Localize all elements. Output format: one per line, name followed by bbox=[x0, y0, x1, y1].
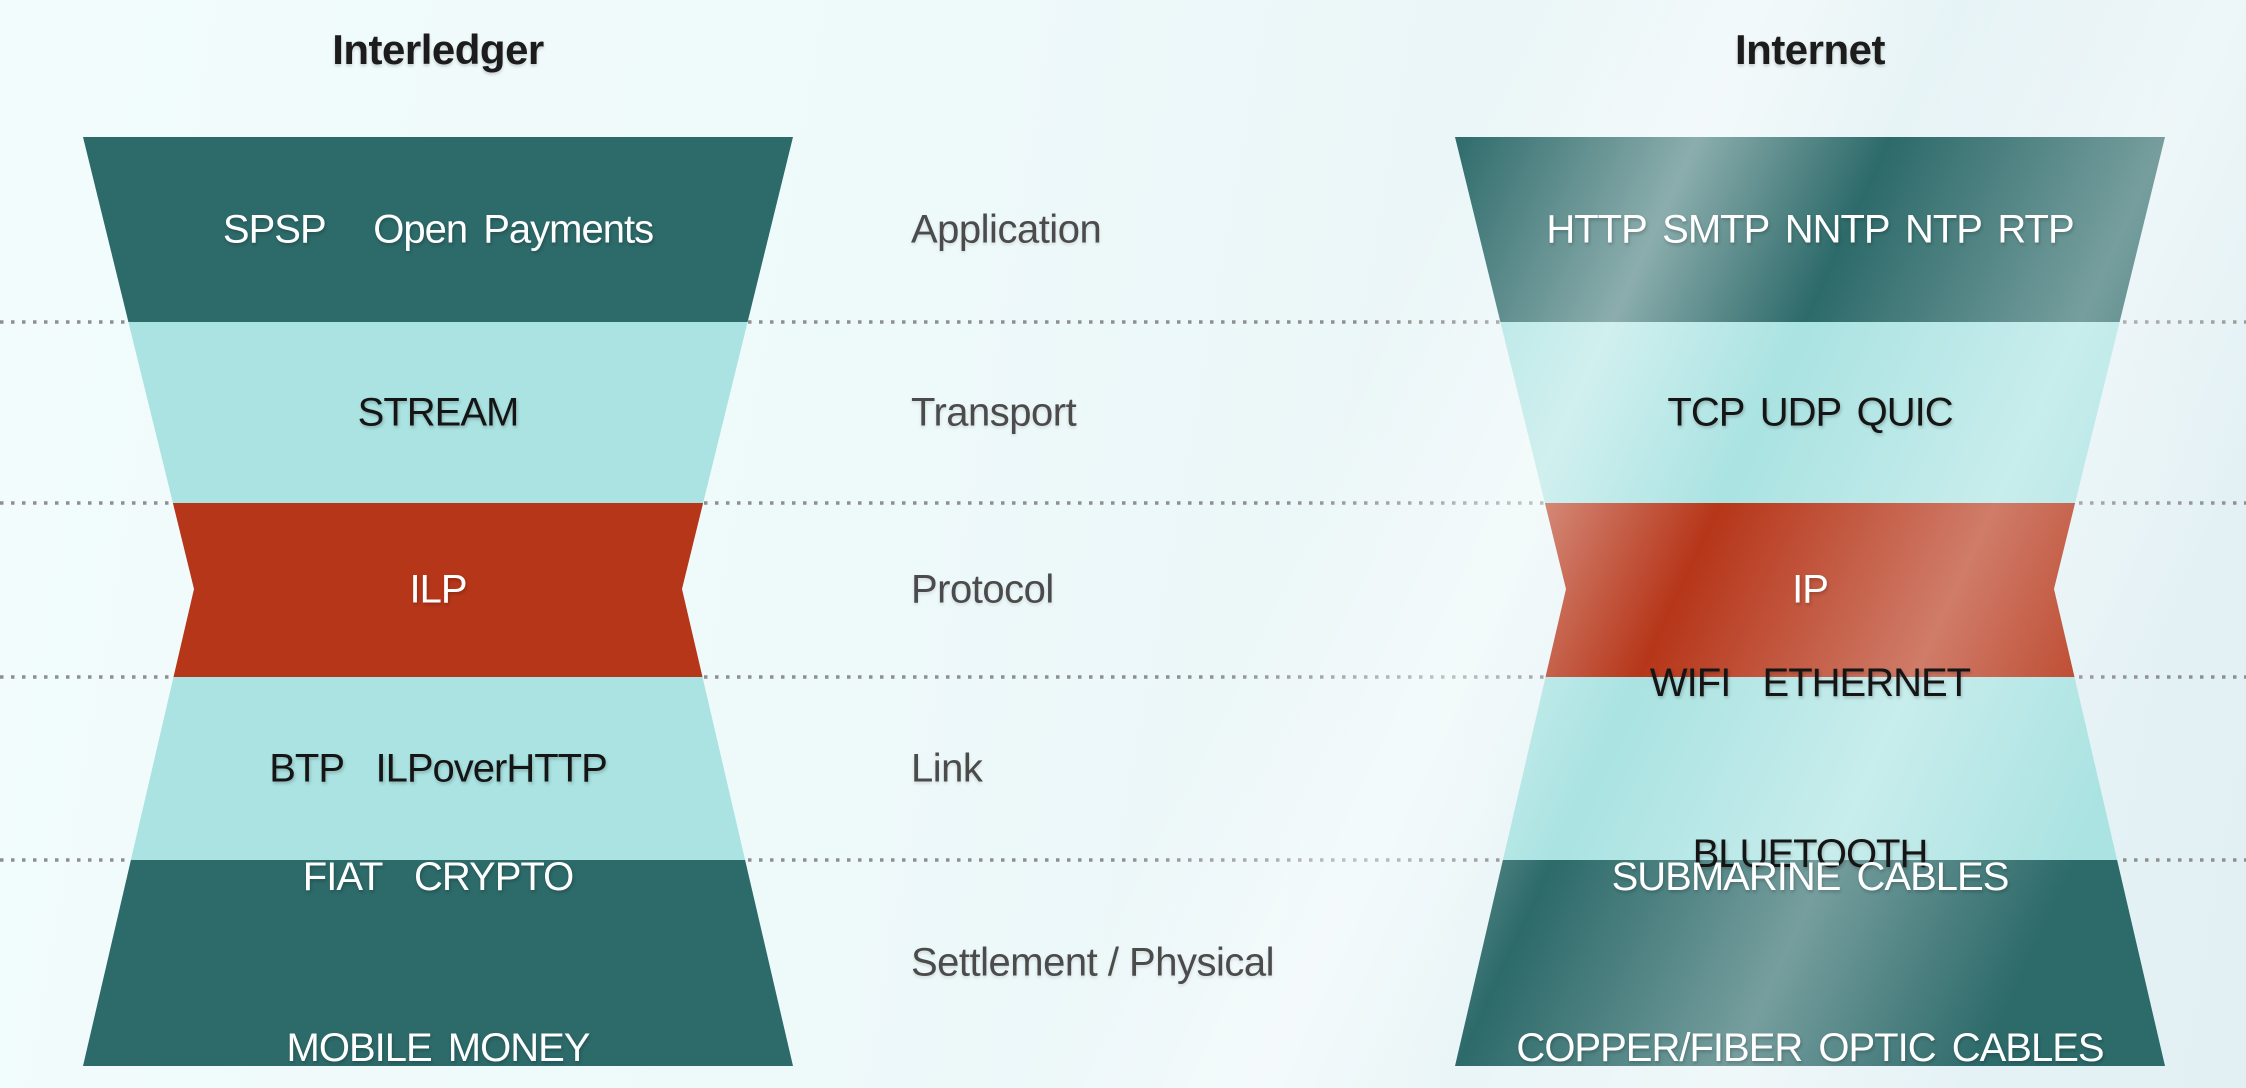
interledger-protocol-shape bbox=[172, 503, 704, 677]
internet-link-shape bbox=[1502, 677, 2118, 860]
interledger-settlement-shape bbox=[83, 860, 793, 1066]
internet-transport-protocols: TCP UDP QUIC bbox=[1667, 270, 1953, 555]
interledger-settlement-protocols: FIAT CRYPTO MOBILE MONEY bbox=[286, 735, 591, 1088]
layer-text-line: SUBMARINE CABLES bbox=[1611, 855, 2010, 899]
interledger-transport-shape bbox=[128, 322, 748, 503]
layer-label-transport: Transport bbox=[911, 390, 1077, 434]
layer-text-line: SPSP Open Payments bbox=[222, 207, 654, 251]
layer-text-line: ILP bbox=[409, 567, 467, 612]
layer-label-link: Link bbox=[911, 746, 983, 790]
internet-application-protocols: HTTP SMTP NNTP NTP RTP bbox=[1546, 87, 2074, 372]
layer-label-protocol: Protocol bbox=[911, 567, 1054, 612]
interledger-link-protocols: BTP ILPoverHTTP bbox=[269, 626, 608, 911]
internet-protocol-protocols: IP bbox=[1778, 448, 1842, 733]
layer-text-line: WIFI ETHERNET bbox=[1649, 660, 1971, 705]
interledger-link-shape bbox=[130, 677, 746, 860]
layer-label-application: Application bbox=[911, 207, 1102, 251]
column-title-interledger: Interledger bbox=[332, 26, 544, 73]
internet-application-shape bbox=[1455, 137, 2165, 322]
layer-text-line: TCP UDP QUIC bbox=[1667, 390, 1953, 434]
layer-text-line: BLUETOOTH bbox=[1692, 831, 1929, 876]
interledger-application-shape bbox=[83, 137, 793, 322]
column-title-internet: Internet bbox=[1734, 26, 1886, 73]
interledger-transport-protocols: STREAM bbox=[357, 270, 520, 555]
layer-text-line: BTP ILPoverHTTP bbox=[269, 746, 608, 790]
layer-text-line: FIAT CRYPTO bbox=[302, 855, 574, 899]
internet-settlement-shape bbox=[1455, 860, 2165, 1066]
layer-text-line: STREAM bbox=[357, 390, 520, 434]
internet-protocol-shape bbox=[1544, 503, 2076, 677]
internet-settlement-protocols: SUBMARINE CABLES COPPER/FIBER OPTIC CABL… bbox=[1516, 735, 2104, 1088]
layer-text-line: IP bbox=[1792, 567, 1829, 612]
interledger-protocol-protocols: ILP bbox=[406, 448, 470, 733]
layer-text-line: COPPER/FIBER OPTIC CABLES bbox=[1516, 1026, 2104, 1070]
internet-transport-shape bbox=[1500, 322, 2120, 503]
layer-text-line: MOBILE MONEY bbox=[286, 1026, 591, 1070]
interledger-application-protocols: SPSP Open Payments bbox=[222, 87, 654, 372]
layer-label-settlement-physical: Settlement / Physical bbox=[911, 940, 1275, 985]
internet-link-protocols: WIFI ETHERNET BLUETOOTH bbox=[1649, 541, 1971, 997]
layer-text-line: HTTP SMTP NNTP NTP RTP bbox=[1546, 207, 2074, 251]
